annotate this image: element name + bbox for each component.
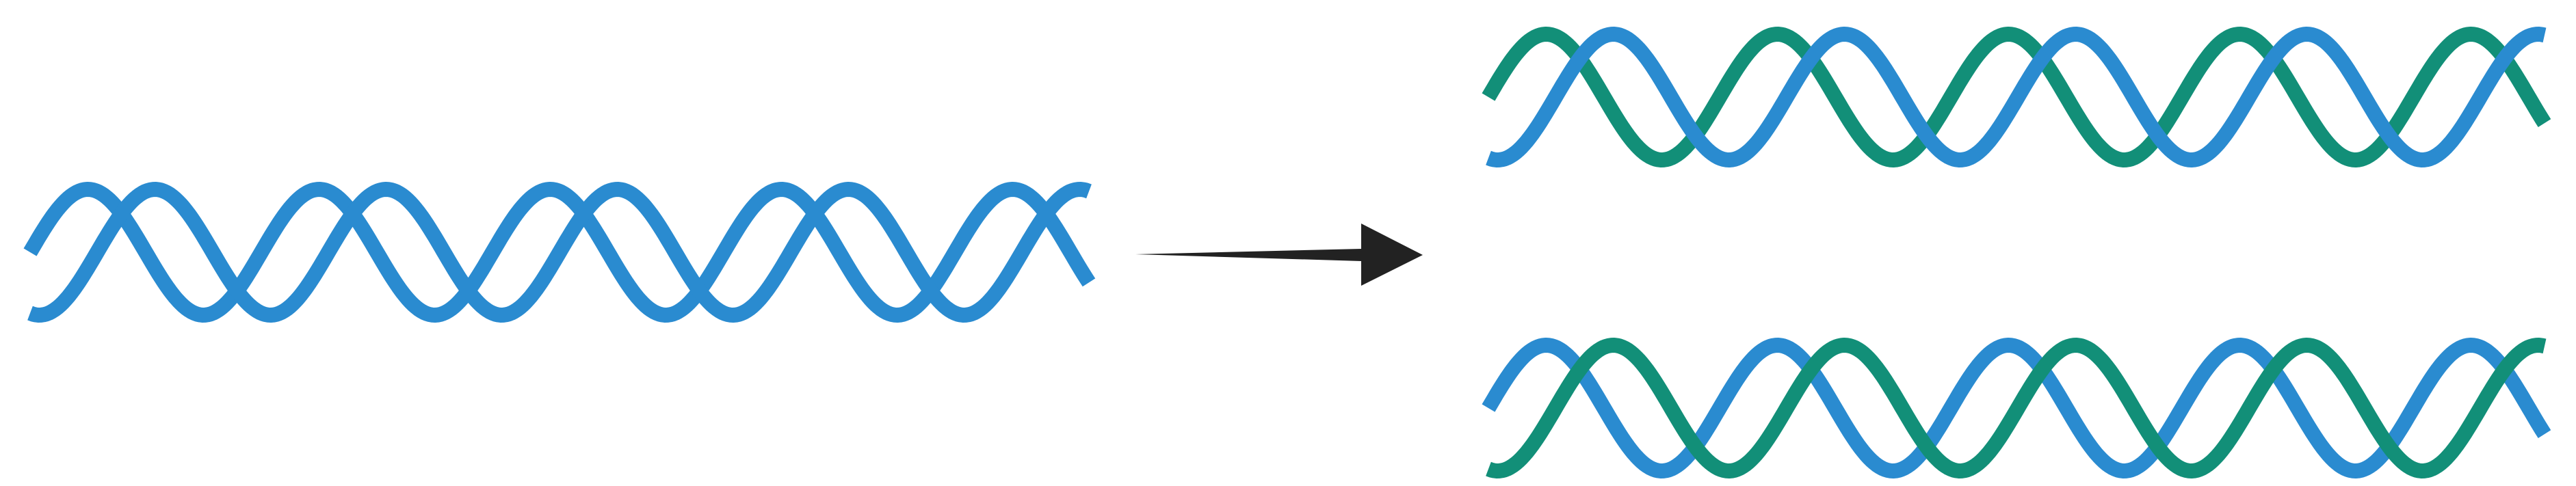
arrow-head (1361, 224, 1423, 286)
parent-helix (23, 182, 1096, 323)
right-arrow-icon (1135, 224, 1423, 286)
daughter-helix-top-strand-a (1482, 27, 2551, 167)
arrow-shaft (1135, 249, 1361, 261)
daughter-helix-bottom (1482, 338, 2551, 478)
daughter-helix-top-strand-b (1484, 27, 2549, 167)
parent-helix-strand-b (25, 182, 1094, 323)
daughter-helix-bottom-strand-b (1484, 338, 2549, 478)
daughter-helix-top (1482, 27, 2551, 167)
daughter-helix-bottom-strand-a (1482, 338, 2551, 478)
parent-helix-strand-a (23, 182, 1096, 323)
